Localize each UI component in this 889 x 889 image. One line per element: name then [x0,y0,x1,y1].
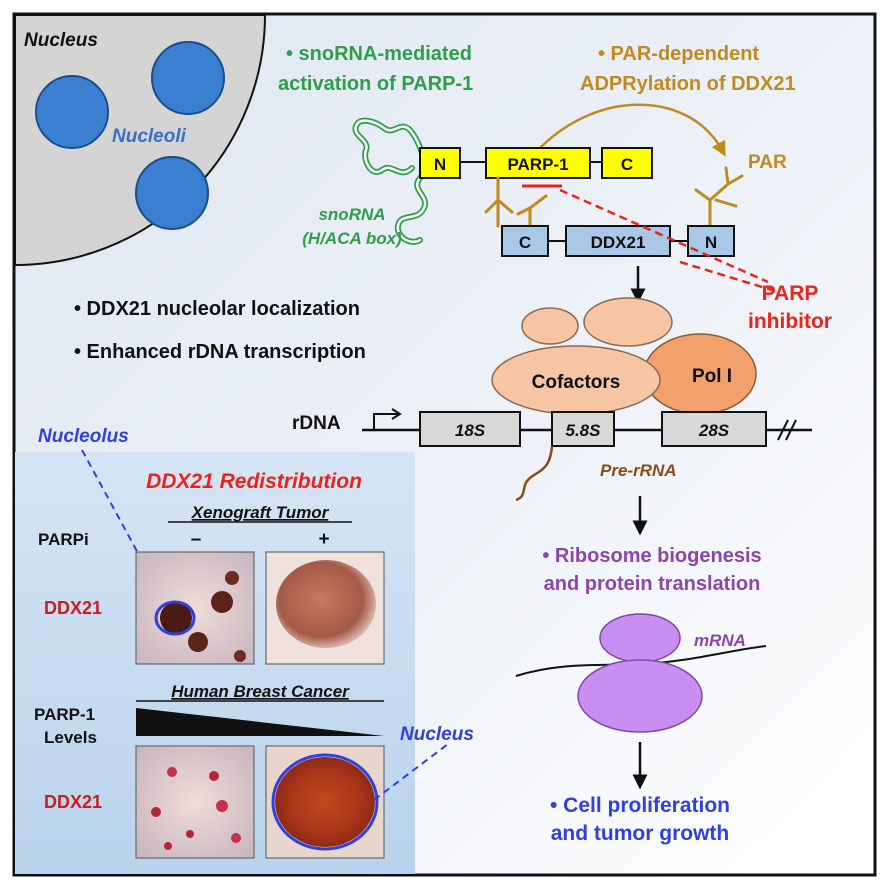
nucleolus-dot-1 [35,75,109,149]
rdna-gene: rDNA 18S 5.8S 28S [292,408,812,447]
parp1-c-domain [601,147,653,179]
snorna-mechanism-line1: • snoRNA-mediated [286,43,472,65]
parpi-label: PARPi [38,530,89,549]
nucleolus-dot-2 [151,41,225,115]
parp1-protein: N PARP-1 C [419,147,653,179]
ribosome-large-subunit [577,659,703,733]
adprylation-arrow [539,103,726,157]
par-label: PAR [748,152,787,173]
micrograph-parpi-plus [265,551,385,665]
parp1-c-label: C [621,155,633,174]
par-chains [484,166,744,228]
ddx21-center-label: DDX21 [591,233,646,252]
inhibitor-label-line1: PARP [762,282,819,305]
snorna-label-line2: (H/ACA box) [302,229,402,248]
nucleolus-outline [154,600,196,636]
outcome-rdna-transcription: • Enhanced rDNA transcription [74,341,366,363]
rdna-18s-label: 18S [455,421,486,440]
nucleus-callout-line [373,743,449,801]
inhibitor-dashed-line-2 [679,260,773,292]
ddx21-row1-label: DDX21 [44,598,102,618]
panel-title: DDX21 Redistribution [146,470,362,493]
snorna-label-line1: snoRNA [318,205,385,224]
nucleolus-callout-line [81,449,171,613]
parp1-levels-line2: Levels [44,728,97,747]
cofactors-label: Cofactors [532,372,621,393]
parp1-n-domain [419,147,461,179]
mrna-label: mRNA [694,631,746,650]
ddx21-n-label: N [705,233,717,252]
nucleus-illustration: Nucleus Nucleoli [14,14,267,267]
rdna-28s-box [661,411,767,447]
ddx21-n-domain [687,225,735,257]
nucleolus-dot-3 [135,156,209,230]
parp1-levels-line1: PARP-1 [34,705,95,724]
parp1-center-label: PARP-1 [507,155,568,174]
micrograph-parpi-minus [135,551,255,665]
promoter-arrow [373,413,398,430]
rdna-18s-box [419,411,521,447]
micrograph-high-parp1 [135,745,255,859]
pre-rrna-transcript [515,445,554,502]
nucleus-callout-label: Nucleus [400,724,474,745]
inhibitor-label-line2: inhibitor [748,310,832,333]
pol1-complex: Cofactors Pol I [491,297,757,415]
ddx21-c-label: C [519,233,531,252]
parp1-center-domain [485,147,591,179]
pre-rrna-label: Pre-rRNA [600,461,677,480]
nucleus-title: Nucleus [24,30,98,51]
nucleolus-callout-label: Nucleolus [38,426,129,447]
rdna-label: rDNA [292,413,341,434]
human-heading: Human Breast Cancer [171,682,350,701]
parp1-levels-wedge [136,708,384,736]
pol1-label: Pol I [692,366,732,387]
par-mechanism-line1: • PAR-dependent [598,43,759,65]
nucleus-outline [271,753,379,851]
parpi-minus: – [191,529,202,550]
outcome-nucleolar-localization: • DDX21 nucleolar localization [74,298,360,320]
ddx21-row2-label: DDX21 [44,792,102,812]
ddx21-center-domain [565,225,671,257]
snorna-mechanism-line2: activation of PARP-1 [278,73,473,95]
ddx21-redistribution-panel: Nucleolus DDX21 Redistribution Xenograft… [15,426,449,874]
parp1-n-label: N [434,155,446,174]
inhibitor-dashed-line-1 [559,188,769,284]
ribosome-illustration: mRNA [515,613,767,733]
ribosome-biogenesis-line1: • Ribosome biogenesis [542,545,761,567]
ddx21-protein: C DDX21 N [501,225,735,257]
nucleoli-label: Nucleoli [112,126,187,147]
final-outcome-line2: and tumor growth [551,822,729,845]
rdna-28s-label: 28S [698,421,730,440]
parpi-plus: + [318,529,329,550]
par-mechanism-line2: ADPRylation of DDX21 [580,73,796,95]
rdna-58s-box [551,411,615,447]
rdna-58s-label: 5.8S [566,421,602,440]
ribosome-biogenesis-line2: and protein translation [544,573,761,595]
ribosome-small-subunit [599,613,681,663]
final-outcome-line1: • Cell proliferation [550,794,730,817]
xenograft-heading: Xenograft Tumor [191,503,330,522]
ddx21-c-domain [501,225,549,257]
micrograph-low-parp1 [265,745,385,859]
